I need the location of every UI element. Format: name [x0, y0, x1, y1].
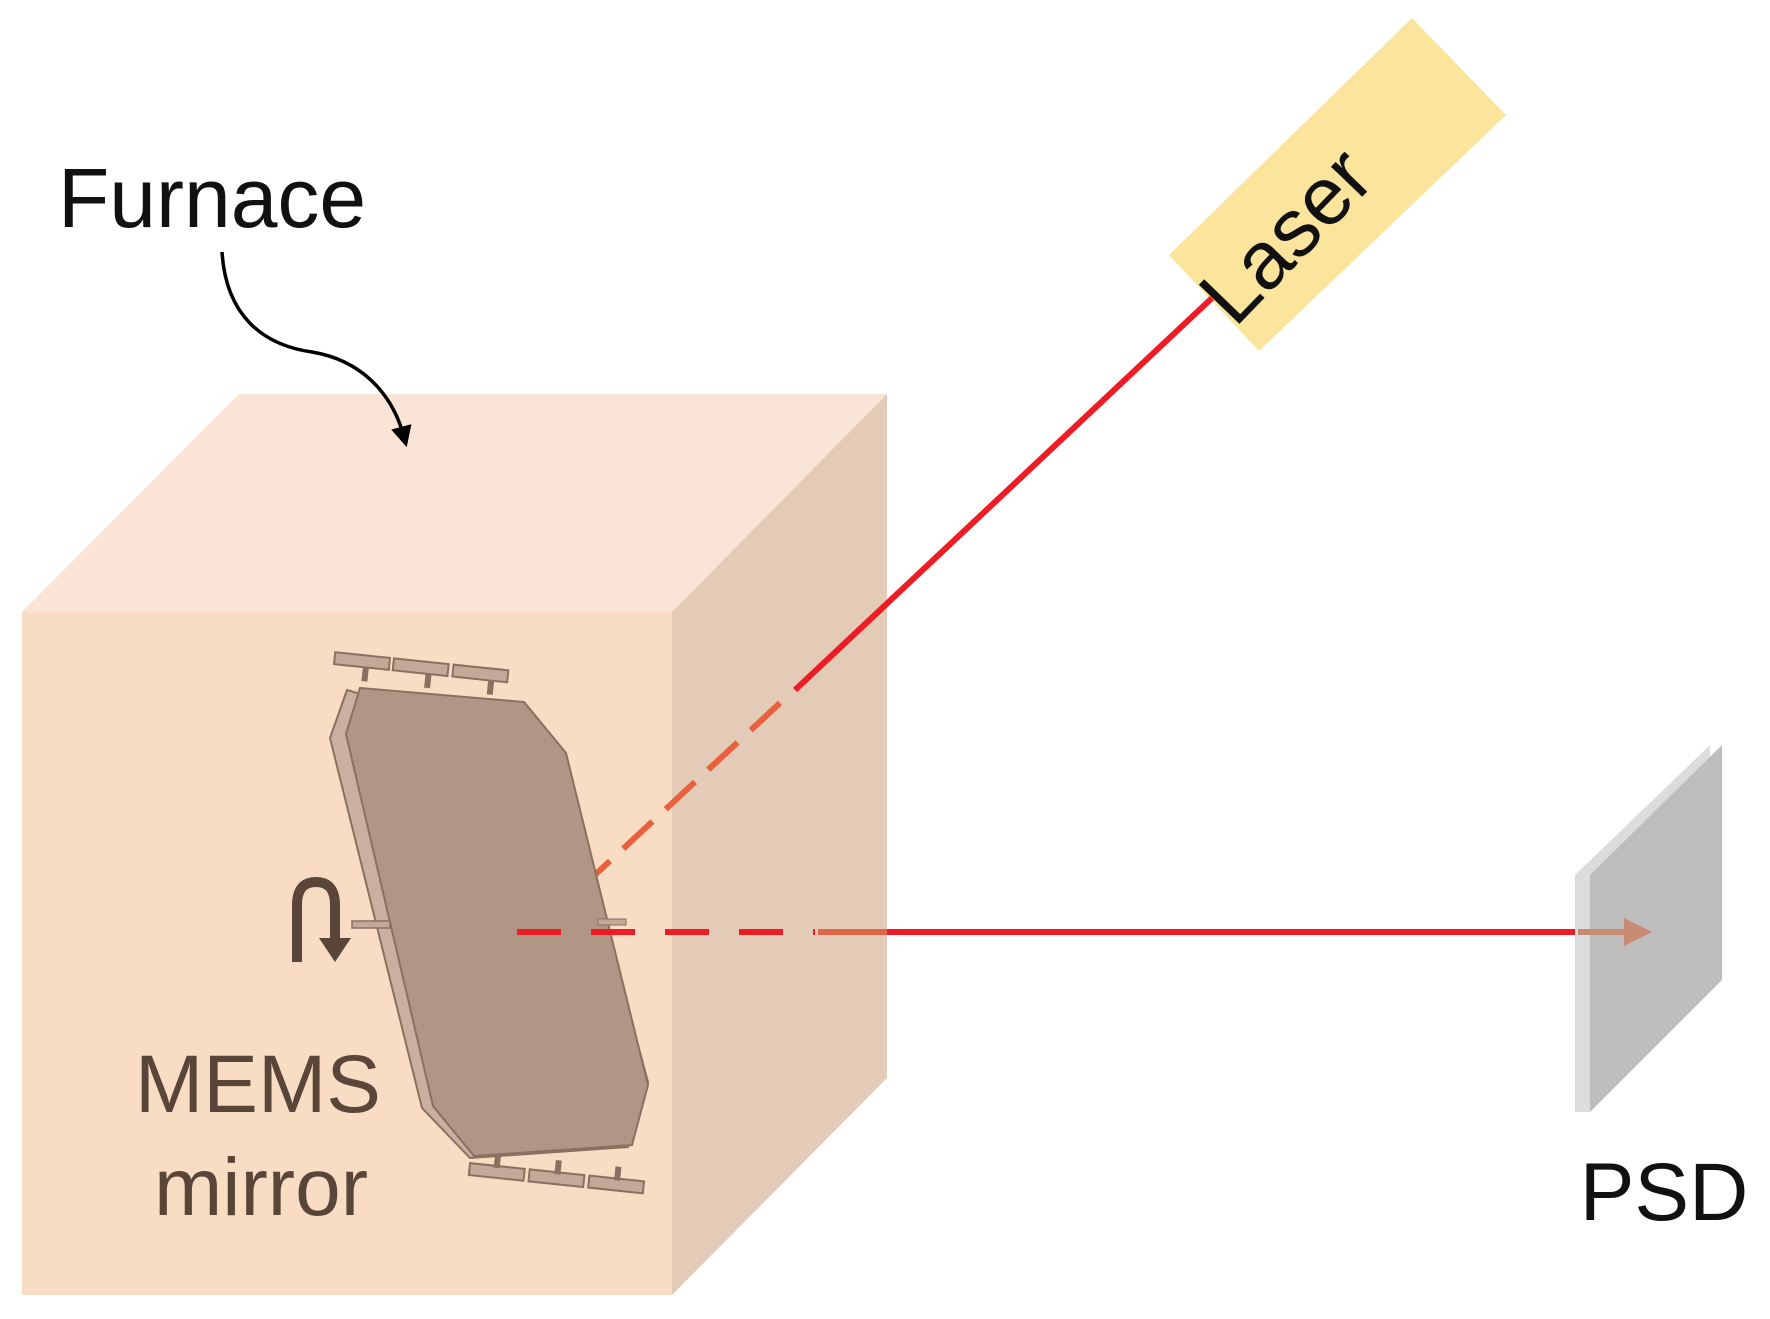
incident-beam — [792, 295, 1215, 693]
furnace-side-face — [672, 394, 887, 1295]
furnace-label: Furnace — [58, 151, 366, 245]
mems-mirror-label-line2: mirror — [154, 1142, 368, 1233]
mems-mirror-label-line1: MEMS — [135, 1039, 381, 1130]
psd-detector — [1575, 745, 1722, 1112]
psd-edge — [1575, 745, 1710, 1112]
psd-face — [1590, 745, 1722, 1112]
rotation-arrow-icon — [292, 876, 351, 962]
mems-mirror — [328, 651, 650, 1195]
psd-label: PSD — [1580, 1147, 1749, 1238]
laser-box — [1169, 18, 1506, 351]
laser-source: Laser — [1169, 18, 1506, 351]
torsion-beam-right — [597, 918, 627, 926]
curved-arrow-icon — [220, 251, 412, 448]
furnace-top-face — [22, 394, 887, 612]
torsion-beam — [351, 920, 391, 929]
mirror-bottom-comb — [467, 1153, 646, 1195]
psd-arrowhead — [1624, 918, 1652, 946]
mirror-plate — [344, 686, 650, 1158]
mirror-top-comb — [332, 651, 510, 695]
